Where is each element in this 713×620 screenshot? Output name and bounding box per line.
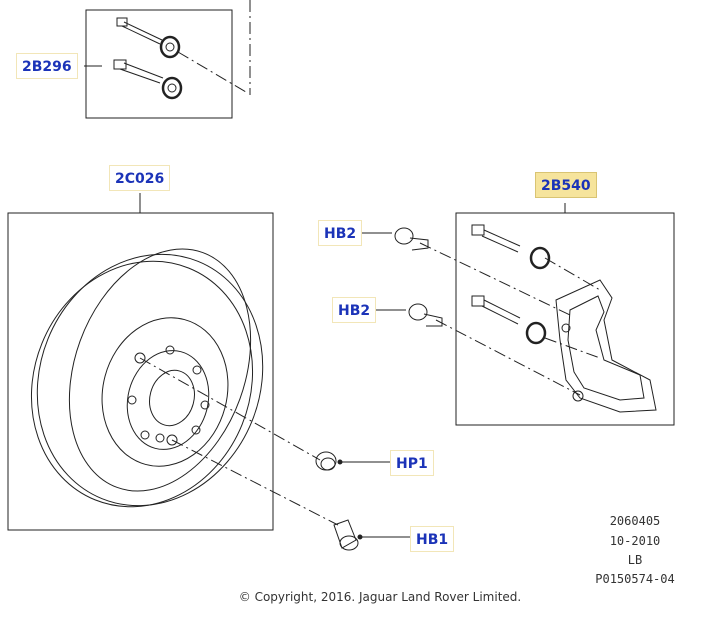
callout-HP1[interactable]: HP1: [390, 450, 434, 476]
carrier-box: [455, 212, 675, 426]
callout-2B540[interactable]: 2B540: [535, 172, 597, 198]
disc-box: [7, 212, 274, 531]
brake-disc-drawing: [30, 248, 264, 508]
hub-bolt: [333, 519, 359, 551]
centerline-hb1: [171, 439, 339, 526]
kit-bolt-upper: [116, 17, 181, 59]
bolt-kit-box: [85, 9, 233, 119]
hub-nut: [315, 451, 337, 471]
carrier-bolt-2: [471, 295, 547, 345]
caliper-carrier-drawing: [555, 279, 657, 413]
copyright-notice: © Copyright, 2016. Jaguar Land Rover Lim…: [238, 590, 522, 604]
meta-reference: P0150574-04: [595, 572, 675, 586]
meta-side: LB: [627, 553, 643, 567]
centerline-hb2-upper: [419, 242, 571, 316]
meta-date: 10-2010: [609, 534, 661, 548]
hb2-bolt-lower: [408, 303, 443, 327]
kit-bolt-lower: [113, 59, 183, 100]
callout-HB2-lower[interactable]: HB2: [332, 297, 377, 323]
callout-HB2-upper[interactable]: HB2: [318, 220, 363, 246]
carrier-bolt-1: [471, 224, 551, 270]
centerline-hp1: [139, 357, 321, 461]
callout-2C026[interactable]: 2C026: [109, 165, 171, 191]
kit-centerline-1: [177, 51, 247, 93]
centerline-hb2-lower: [435, 319, 581, 396]
hb2-bolt-upper: [394, 227, 429, 251]
callout-HB1[interactable]: HB1: [410, 526, 455, 552]
callout-2B296[interactable]: 2B296: [16, 53, 78, 79]
meta-code: 2060405: [609, 514, 661, 528]
